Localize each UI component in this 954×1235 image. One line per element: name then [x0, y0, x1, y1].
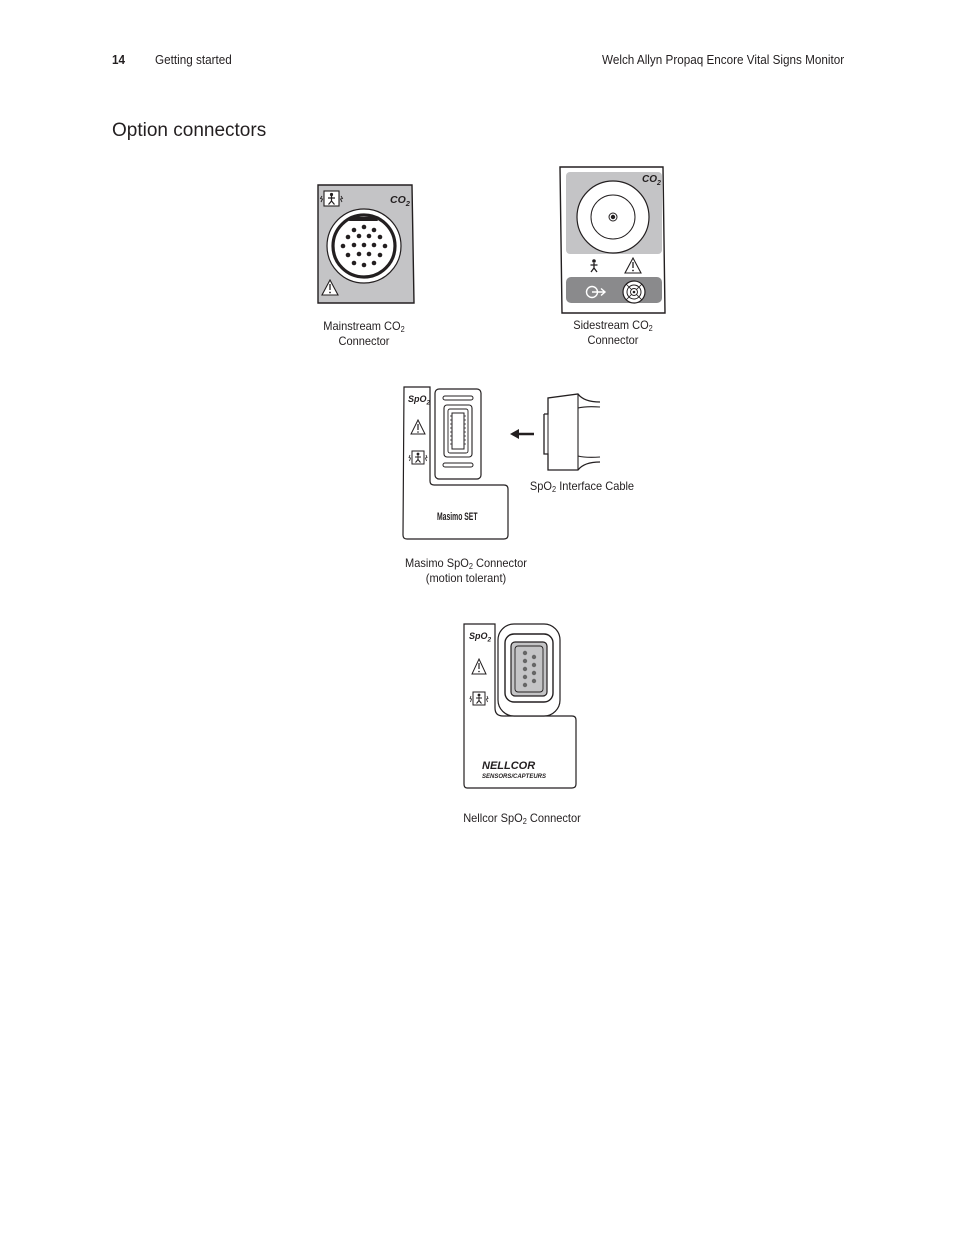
- warning-icon: [321, 278, 339, 296]
- nellcor-spo2-connector-illustration: SpO2 NELLCOR SENSORS/CAPTEURS: [463, 623, 577, 789]
- exhaust-port[interactable]: [622, 280, 646, 304]
- co2-panel-label: CO2: [390, 194, 411, 208]
- nellcor-brand-label: NELLCOR: [482, 760, 535, 772]
- page-number: 14: [112, 52, 126, 67]
- person-icon: [590, 259, 598, 273]
- nellcor-spo2-caption: Nellcor SpO2 Connector: [463, 811, 581, 826]
- co2-panel-label: CO2: [642, 174, 661, 187]
- masimo-spo2-caption: Masimo SpO2 Connector (motion tolerant): [405, 556, 527, 585]
- spo2-panel-label: SpO2: [469, 631, 492, 644]
- sidestream-co2-caption: Sidestream CO2 Connector: [573, 318, 653, 347]
- co2-round-connector[interactable]: [326, 208, 402, 284]
- warning-icon: [410, 418, 426, 435]
- masimo-logo: Masimo SET: [437, 510, 478, 522]
- spo2-interface-cable-illustration: [510, 393, 601, 471]
- warning-icon: [471, 657, 487, 675]
- exhaust-icon: [585, 285, 607, 299]
- section-title: Getting started: [155, 52, 232, 67]
- patient-defib-icon: [319, 190, 344, 207]
- nellcor-sensors-label: SENSORS/CAPTEURS: [482, 774, 546, 780]
- nellcor-socket[interactable]: [497, 623, 561, 717]
- spo2-panel-label: SpO2: [408, 394, 431, 407]
- patient-defib-icon: [408, 450, 428, 465]
- mainstream-co2-connector-illustration: CO2: [317, 184, 415, 304]
- page-heading: Option connectors: [112, 120, 267, 141]
- document-title: Welch Allyn Propaq Encore Vital Signs Mo…: [602, 52, 845, 67]
- sidestream-co2-connector-illustration: CO2: [559, 166, 666, 314]
- gas-inlet-port[interactable]: [576, 180, 650, 254]
- spo2-socket[interactable]: [434, 388, 482, 480]
- mainstream-co2-caption: Mainstream CO2 Connector: [323, 319, 405, 348]
- patient-defib-icon: [469, 691, 489, 706]
- arrow-left-icon: [510, 429, 534, 439]
- masimo-spo2-connector-illustration: SpO2 Masimo SET: [402, 386, 509, 540]
- warning-icon: [624, 256, 642, 274]
- spo2-interface-cable-caption: SpO2 Interface Cable: [529, 479, 635, 494]
